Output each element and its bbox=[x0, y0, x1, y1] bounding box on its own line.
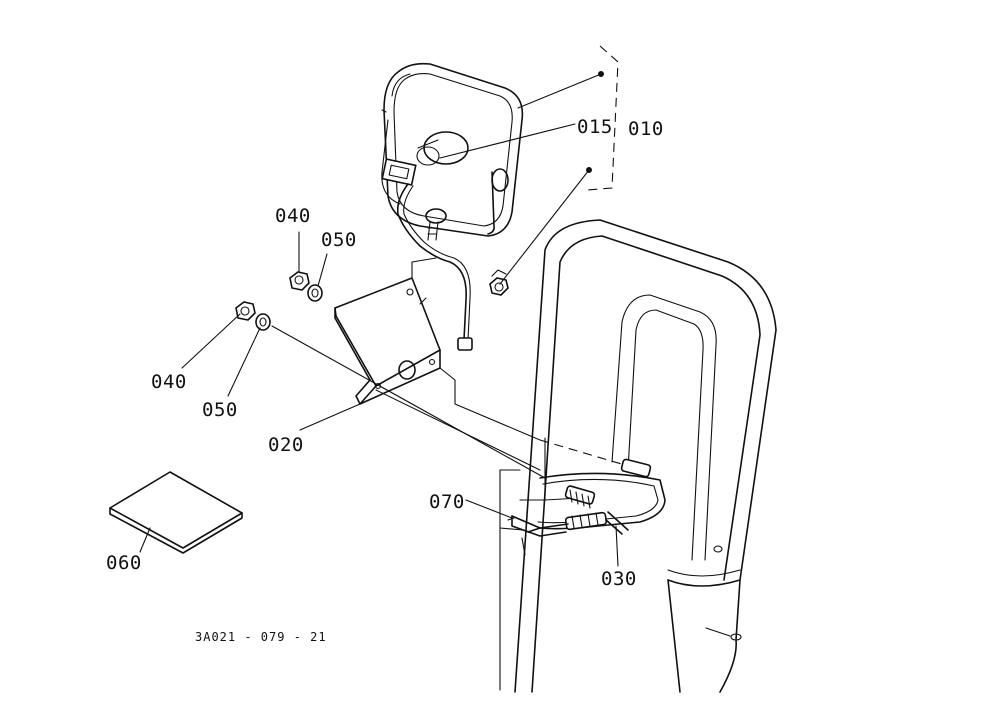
rops-frame bbox=[499, 219, 777, 693]
wire-harness bbox=[527, 458, 666, 535]
callout-070: 070 bbox=[429, 491, 465, 513]
clamp bbox=[507, 515, 569, 537]
callout-030: 030 bbox=[601, 568, 637, 590]
callout-050-top: 050 bbox=[321, 229, 357, 251]
hardware bbox=[235, 269, 509, 331]
work-lamp bbox=[381, 62, 524, 351]
bracket bbox=[334, 257, 441, 405]
callout-015: 015 bbox=[577, 116, 613, 138]
drawing-code: 3A021 - 079 - 21 bbox=[195, 630, 327, 644]
callout-060: 060 bbox=[106, 552, 142, 574]
callout-040-top: 040 bbox=[275, 205, 311, 227]
callout-040-left: 040 bbox=[151, 371, 187, 393]
callout-050-left: 050 bbox=[202, 399, 238, 421]
instruction-sheet bbox=[109, 471, 243, 554]
leader-lines bbox=[139, 73, 626, 567]
callout-010: 010 bbox=[628, 118, 664, 140]
callout-020: 020 bbox=[268, 434, 304, 456]
